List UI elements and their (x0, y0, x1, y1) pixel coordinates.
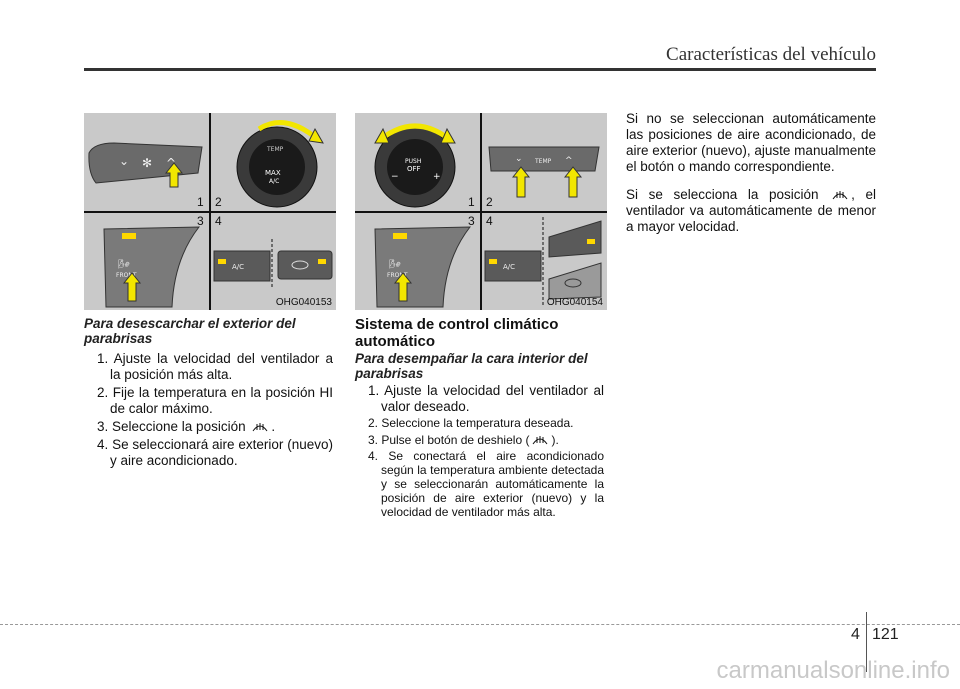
front-label: FRONT (116, 272, 137, 279)
figure-num-2: 2 (215, 195, 222, 209)
figure2-num-4: 4 (486, 214, 493, 228)
left-step-3-text: 3. Seleccione la posición (97, 419, 246, 434)
defrost-icon (252, 423, 268, 432)
svg-text:−: − (391, 172, 399, 182)
mid-step-1: 1. Ajuste la velocidad del ventilador al… (368, 383, 604, 414)
svg-text:🌬: 🌬 (118, 259, 129, 270)
mid-step-4: 4. Se conectará el aire acondicionado se… (368, 449, 604, 519)
svg-text:🌬: 🌬 (389, 259, 400, 270)
mid-steps: 1. Ajuste la velocidad del ventilador al… (368, 383, 604, 417)
page-separator (866, 612, 867, 672)
figure2-code: OHG040154 (546, 297, 603, 308)
figure-num-4: 4 (215, 214, 222, 228)
temp-panel: ⌄ TEMP ^ (488, 146, 600, 198)
mid-subtitle: Para desempañar la cara interior del par… (355, 351, 588, 381)
temp-knob: TEMP MAX A/C (236, 120, 324, 208)
off-label: OFF (407, 165, 421, 173)
left-step-2: 2. Fije la temperatura en la posición HI… (97, 385, 333, 416)
svg-text:⌄: ⌄ (515, 154, 523, 164)
svg-text:✻: ✻ (142, 156, 152, 170)
figure2-num-3: 3 (468, 214, 475, 228)
front2-label: FRONT (387, 272, 408, 279)
defrost-icon-2 (533, 436, 548, 445)
header-rule (84, 68, 876, 71)
temp-label: TEMP (266, 146, 284, 153)
push-off-knob: PUSH OFF − + (374, 123, 456, 208)
figure-num-3: 3 (197, 214, 204, 228)
ac-recirc-buttons: A/C (213, 239, 333, 289)
left-subtitle: Para desescarchar el exterior del parabr… (84, 316, 296, 346)
svg-text:⌄: ⌄ (119, 154, 129, 168)
left-step-3-end: . (271, 419, 276, 434)
max-label: MAX (265, 169, 281, 177)
mid-step-3-a: 3. Pulse el botón de deshielo ( (368, 433, 530, 447)
fan-control-panel: ⌄ ✻ ^ (88, 142, 203, 188)
ac-label: A/C (232, 263, 244, 271)
mid-steps-small: 2. Seleccione la temperatura deseada. 3.… (368, 416, 604, 521)
figure2-num-2: 2 (486, 195, 493, 209)
ac-air-buttons: A/C (484, 217, 602, 307)
figure-defog-automatic: 1 2 3 4 PUSH OFF − + ⌄ TEMP ^ 🌬 FRONT A/… (355, 113, 607, 310)
page-header-title: Características del vehículo (666, 44, 876, 65)
push-label: PUSH (405, 158, 421, 165)
mid-step-3-b: ). (551, 433, 559, 447)
right-para-2: Si se selecciona la posición , el ventil… (626, 187, 876, 235)
figure-code: OHG040153 (275, 297, 332, 308)
temp2-label: TEMP (534, 158, 552, 165)
mid-step-2: 2. Seleccione la temperatura deseada. (368, 416, 574, 430)
page-number: 121 (872, 626, 899, 643)
left-step-3: 3. Seleccione la posición . (97, 419, 333, 435)
front-defrost-button-2: 🌬 FRONT (374, 226, 472, 308)
front-defrost-button: 🌬 FRONT (103, 226, 201, 308)
right-para-2-b: , el ventilador va automáticamente de me… (626, 187, 876, 234)
footer-rule (0, 624, 960, 625)
left-steps: 1. Ajuste la velocidad del ventilador a … (97, 351, 333, 471)
defrost-icon-3 (832, 191, 848, 200)
svg-text:^: ^ (166, 156, 176, 170)
max-ac-label: A/C (269, 178, 279, 185)
figure2-num-1: 1 (468, 195, 475, 209)
right-para-2-a: Si se selecciona la posición (626, 187, 819, 202)
left-step-1: 1. Ajuste la velocidad del ventilador a … (97, 351, 333, 382)
chapter-number: 4 (851, 626, 860, 643)
mid-step-3: 3. Pulse el botón de deshielo (). (368, 432, 604, 447)
ac3-label: A/C (503, 263, 515, 271)
figure-defrost-manual: 1 2 3 4 ⌄ ✻ ^ TEMP MAX A/C 🌬 FRONT A/C O… (84, 113, 336, 310)
watermark: carmanualsonline.info (716, 657, 950, 684)
figure-num-1: 1 (197, 195, 204, 209)
section-title: Sistema de control climático automático (355, 316, 559, 350)
left-step-4: 4. Se seleccionará aire exterior (nuevo)… (97, 437, 333, 468)
svg-text:^: ^ (565, 156, 573, 166)
svg-text:+: + (433, 172, 441, 182)
right-para-1: Si no se seleccionan automáticamente las… (626, 111, 876, 174)
